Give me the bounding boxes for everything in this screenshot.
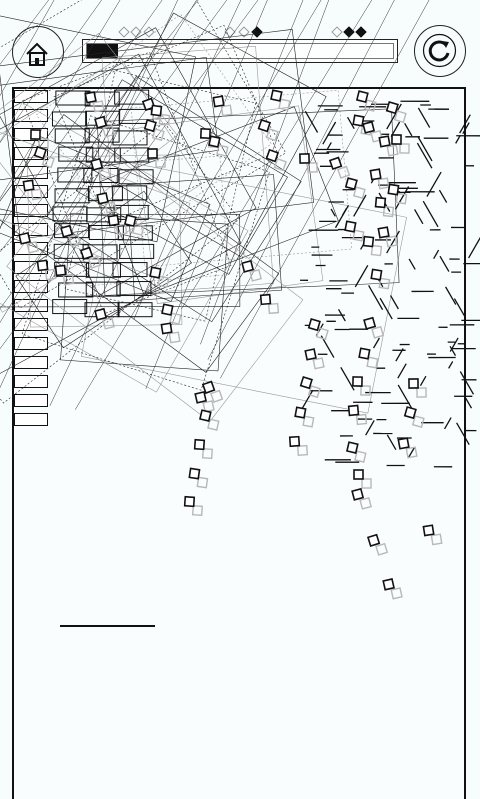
ammo-slot [14,375,48,388]
ammo-slot [14,128,48,141]
level-marker [251,26,263,38]
progress-fill [87,44,118,58]
level-marker [238,26,250,38]
ammo-slot [14,109,48,122]
ammo-slot [14,318,48,331]
level-markers [0,0,480,40]
level-marker [130,26,142,38]
ammo-slot [14,185,48,198]
house-icon [26,42,48,66]
dash-fragment [467,236,480,259]
restart-icon [422,33,457,68]
ammo-slot [14,90,48,103]
ammo-slot [14,280,48,293]
ammo-slot [14,337,48,350]
ammo-slot [14,356,48,369]
ammo-slot [14,261,48,274]
aim-line [60,625,155,627]
level-marker [224,26,236,38]
level-marker [118,26,130,38]
ammo-slot [14,223,48,236]
ammo-slot [14,242,48,255]
restart-button[interactable] [414,25,466,77]
home-button[interactable] [12,26,64,78]
ammo-slot [14,413,48,426]
ammo-slot [14,147,48,160]
ammo-column [14,90,50,432]
play-field[interactable] [12,87,466,799]
level-marker [343,26,355,38]
level-marker [143,26,155,38]
level-marker [355,26,367,38]
level-marker [331,26,343,38]
ammo-slot [14,394,48,407]
progress-inner-frame [86,43,394,59]
level-progress-bar [82,39,398,63]
ammo-slot [14,299,48,312]
ammo-slot [14,166,48,179]
ammo-slot [14,204,48,217]
